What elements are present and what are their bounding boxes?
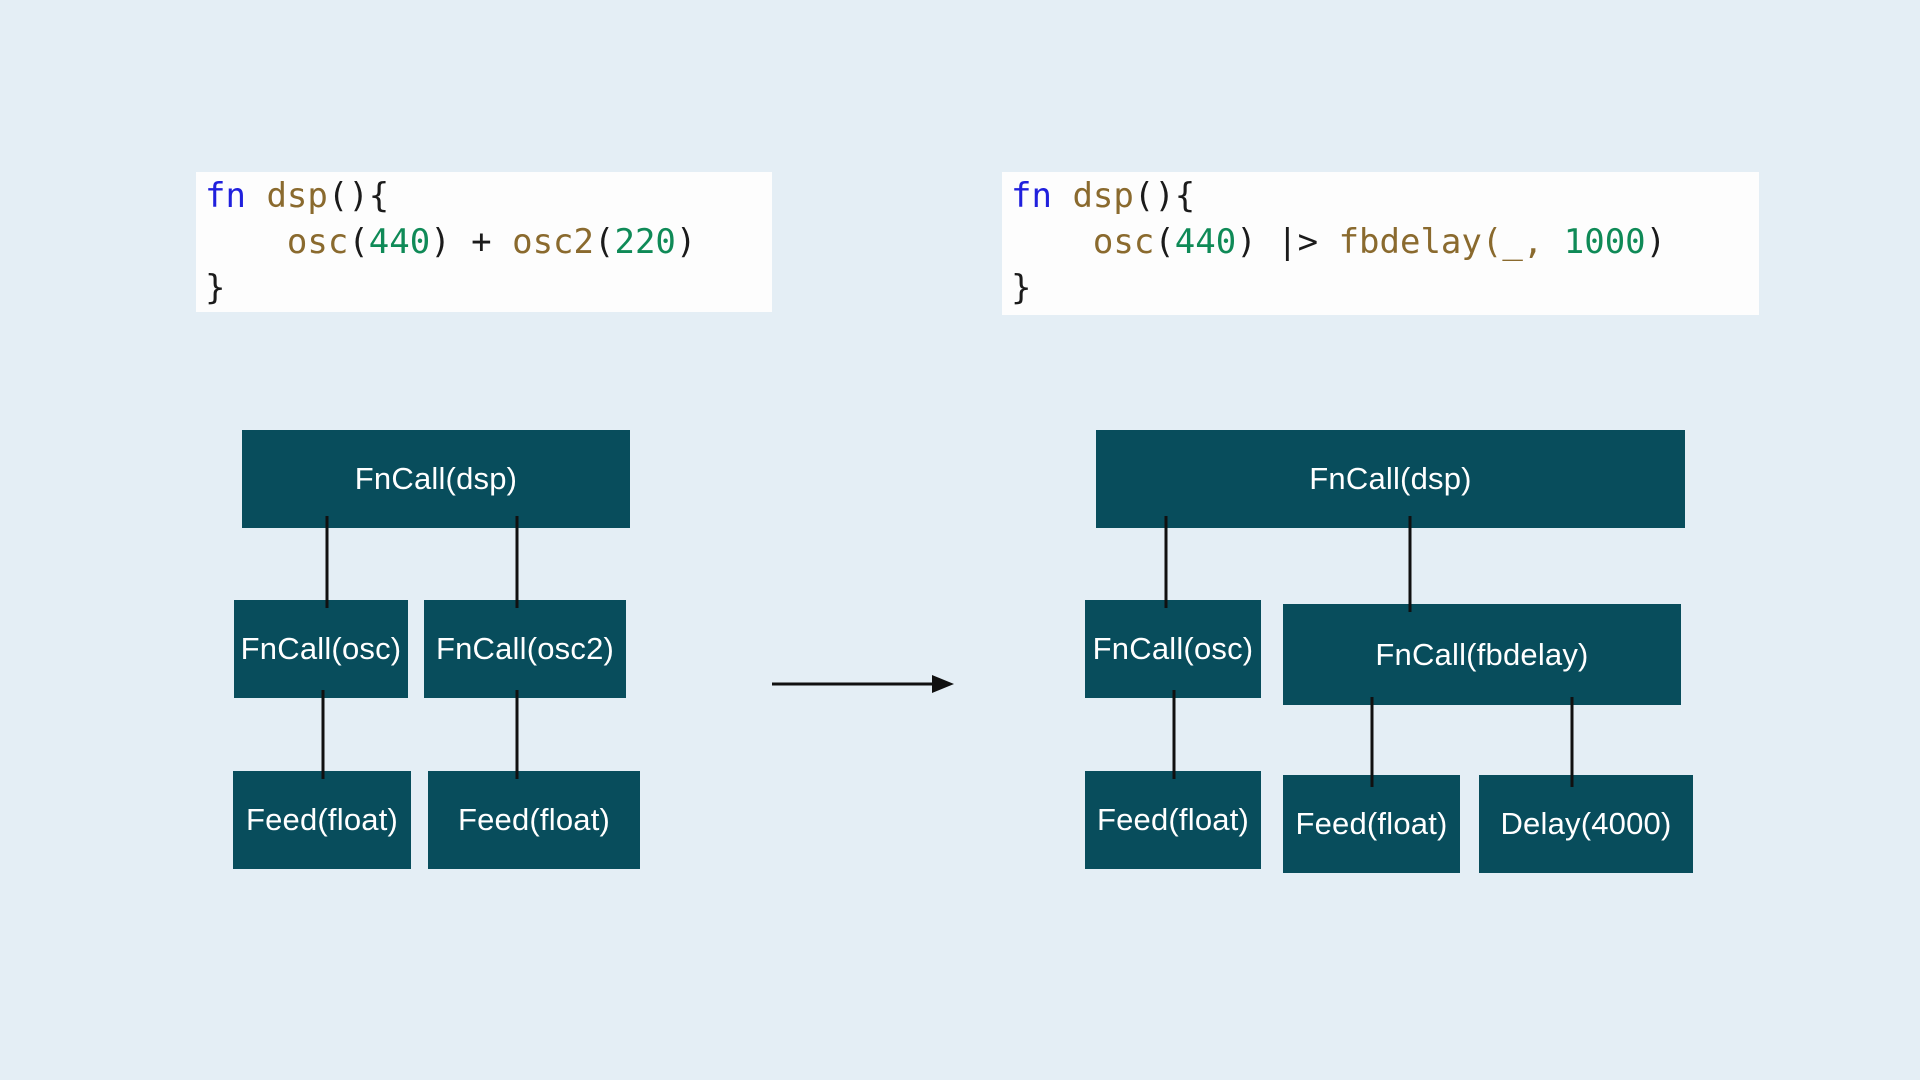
code-line: } — [205, 265, 772, 311]
code-token-pun — [1052, 176, 1072, 216]
code-block-before: fn dsp(){ osc(440) + osc2(220) } — [196, 172, 772, 312]
code-line: osc(440) + osc2(220) — [205, 219, 772, 265]
code-line: osc(440) |> fbdelay(_, 1000) — [1011, 219, 1759, 265]
tree-node-feed-float: Feed(float) — [233, 771, 411, 869]
code-token-ident: osc — [1092, 222, 1155, 262]
code-token-num: 220 — [614, 222, 676, 262]
tree-node-fncall-osc2: FnCall(osc2) — [424, 600, 626, 698]
code-token-pun: ( — [1154, 222, 1175, 262]
code-line: fn dsp(){ — [1011, 173, 1759, 219]
code-token-num: 440 — [368, 222, 431, 262]
transform-arrow — [772, 675, 954, 693]
tree-node-feed-float: Feed(float) — [428, 771, 640, 869]
tree-node-fncall-dsp: FnCall(dsp) — [242, 430, 630, 528]
code-token-pun: ( — [594, 222, 615, 262]
code-token-pun: ) — [1645, 222, 1667, 262]
code-token-num: 1000 — [1563, 222, 1646, 262]
code-line: } — [1011, 265, 1759, 311]
tree-node-fncall-osc: FnCall(osc) — [234, 600, 408, 698]
right-arrow-icon — [932, 675, 954, 693]
code-token-ident: osc2 — [512, 222, 594, 262]
tree-node-fncall-dsp: FnCall(dsp) — [1096, 430, 1685, 528]
code-token-pun: ) |> — [1236, 222, 1339, 262]
code-line: fn dsp(){ — [205, 173, 772, 219]
tree-node-feed-float: Feed(float) — [1085, 771, 1261, 869]
code-token-ident: (_, — [1481, 222, 1564, 262]
code-token-pun: ( — [348, 222, 369, 262]
tree-node-fncall-fbdelay: FnCall(fbdelay) — [1283, 604, 1681, 705]
code-token-num: 440 — [1174, 222, 1237, 262]
code-token-pun — [246, 176, 266, 216]
code-token-pun — [205, 222, 287, 262]
tree-node-delay-4000: Delay(4000) — [1479, 775, 1693, 873]
code-token-ident: osc — [286, 222, 349, 262]
code-token-pun: } — [205, 268, 226, 308]
code-token-pun: ) — [675, 222, 697, 262]
code-token-pun: (){ — [327, 176, 390, 216]
code-block-after: fn dsp(){ osc(440) |> fbdelay(_, 1000) } — [1002, 172, 1759, 315]
tree-node-fncall-osc: FnCall(osc) — [1085, 600, 1261, 698]
tree-node-feed-float: Feed(float) — [1283, 775, 1460, 873]
code-token-pun: } — [1011, 268, 1032, 308]
code-token-pun: (){ — [1133, 176, 1196, 216]
code-token-pun: ) + — [430, 222, 513, 262]
code-token-pun — [1011, 222, 1093, 262]
code-token-ident: fbdelay — [1338, 222, 1482, 262]
code-token-kw: fn — [205, 176, 246, 216]
code-token-kw: fn — [1011, 176, 1052, 216]
code-token-ident: dsp — [266, 176, 328, 216]
code-token-ident: dsp — [1072, 176, 1134, 216]
